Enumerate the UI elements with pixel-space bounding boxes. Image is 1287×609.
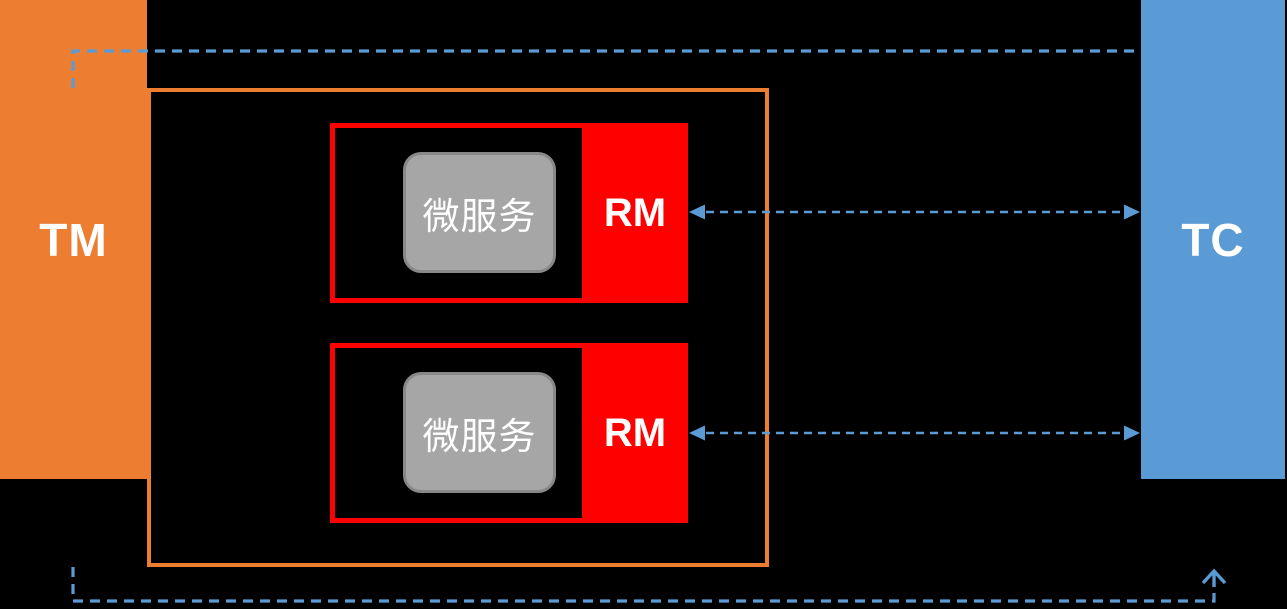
rm-group-1: 微服务 RM <box>330 123 688 303</box>
rm-zone-2: RM <box>582 343 688 523</box>
microservice-label-1: 微服务 <box>422 195 537 237</box>
connector-tm-tc-top <box>71 49 1227 88</box>
rm-group-2: 微服务 RM <box>330 343 688 523</box>
tm-label: TM <box>39 213 108 266</box>
arrowhead-right-icon <box>1124 425 1140 441</box>
rm-label-1: RM <box>603 190 667 235</box>
microservice-box-2: 微服务 <box>403 372 556 493</box>
arrowhead-up-icon <box>1201 568 1227 585</box>
tm-node: TM <box>0 0 147 479</box>
tc-node: TC <box>1141 0 1285 479</box>
arrowhead-right-icon <box>1124 204 1140 220</box>
boundary-frame <box>147 88 769 567</box>
connector-tm-tc-bottom <box>71 567 1227 603</box>
rm-label-2: RM <box>603 410 667 455</box>
microservice-box-1: 微服务 <box>403 152 556 273</box>
tc-label: TC <box>1181 213 1245 266</box>
rm-zone-1: RM <box>582 123 688 303</box>
microservice-label-2: 微服务 <box>422 415 537 457</box>
